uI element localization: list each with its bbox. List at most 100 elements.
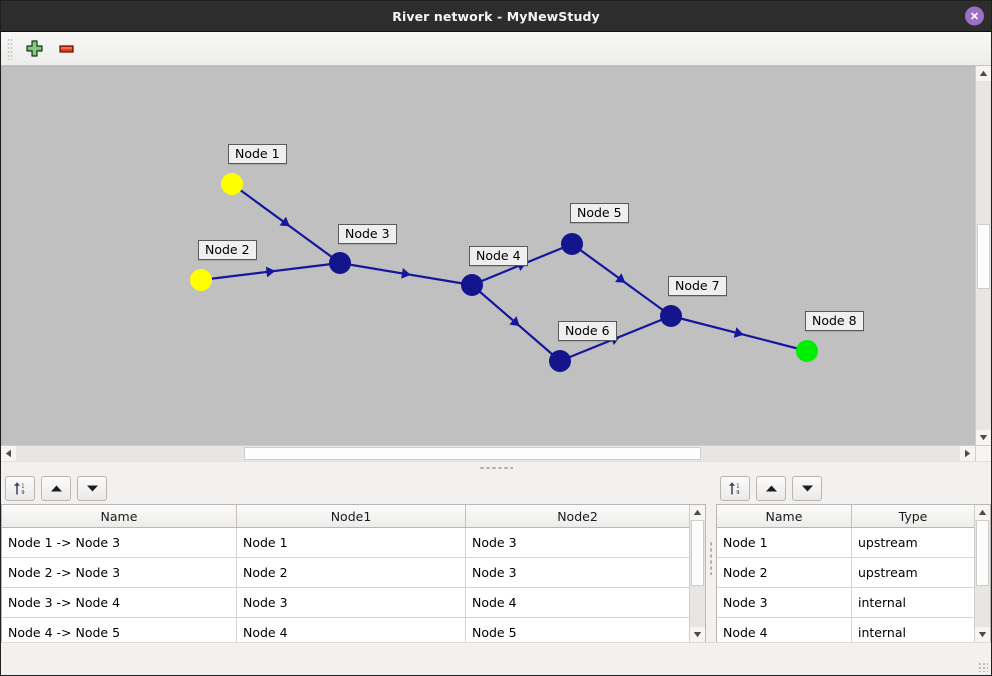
table-cell[interactable]: Node 1 -> Node 3 [2,527,237,558]
edge-arrow-icon [733,327,744,338]
node-table-toolbar: 1 9 [716,473,991,504]
node-label[interactable]: Node 8 [805,311,864,331]
table-cell[interactable]: Node 4 [465,587,689,618]
branch-move-down-button[interactable] [77,476,107,501]
graph-hscroll-track[interactable] [16,446,960,461]
column-header[interactable]: Name [717,505,852,528]
scroll-up-arrow-icon[interactable] [690,505,705,520]
branch-table-vscroll-thumb[interactable] [691,520,704,587]
column-header[interactable]: Node2 [465,505,689,528]
table-cell[interactable]: Node 5 [465,617,689,642]
table-cell[interactable]: Node 3 -> Node 4 [2,587,237,618]
table-cell[interactable]: Node 2 -> Node 3 [2,557,237,588]
node-label[interactable]: Node 7 [668,276,727,296]
remove-button[interactable] [51,35,81,63]
horizontal-splitter[interactable] [1,461,991,473]
network-node[interactable] [549,350,571,372]
table-cell[interactable]: internal [851,587,974,618]
node-label[interactable]: Node 6 [558,321,617,341]
network-node[interactable] [796,340,818,362]
table-cell[interactable]: Node 3 [465,527,689,558]
node-label[interactable]: Node 4 [469,246,528,266]
graph-horizontal-scrollbar[interactable] [1,445,975,461]
scroll-up-arrow-icon[interactable] [976,66,991,81]
scroll-down-arrow-icon[interactable] [690,627,705,642]
branch-sort-button[interactable]: 1 9 [5,476,35,501]
table-cell[interactable]: upstream [851,557,974,588]
graph-vscroll-track[interactable] [976,81,991,430]
svg-text:9: 9 [736,490,739,496]
table-cell[interactable]: Node 1 [236,527,466,558]
sort-ascending-icon: 1 9 [12,481,28,496]
triangle-down-icon [86,484,99,493]
branch-move-up-button[interactable] [41,476,71,501]
branch-table-scrollbar[interactable] [689,505,705,642]
table-cell[interactable]: Node 3 [717,587,852,618]
scroll-up-arrow-icon[interactable] [975,505,990,520]
table-cell[interactable]: Node 4 [717,617,852,642]
graph-vscroll-thumb[interactable] [977,224,990,289]
table-cell[interactable]: Node 4 -> Node 5 [2,617,237,642]
triangle-up-icon [50,484,63,493]
network-node[interactable] [660,305,682,327]
branch-table-toolbar: 1 9 [1,473,706,504]
red-minus-icon [58,40,75,57]
column-header[interactable]: Type [851,505,974,528]
toolbar-grip[interactable] [7,37,13,60]
triangle-up-icon [765,484,778,493]
node-sort-button[interactable]: 1 9 [720,476,750,501]
node-move-up-button[interactable] [756,476,786,501]
table-cell[interactable]: internal [851,617,974,642]
node-label[interactable]: Node 3 [338,224,397,244]
close-icon[interactable] [965,6,984,26]
node-label[interactable]: Node 5 [570,203,629,223]
table-cell[interactable]: Node 3 [236,587,466,618]
add-button[interactable] [19,35,49,63]
table-cell[interactable]: Node 2 [717,557,852,588]
network-node[interactable] [190,269,212,291]
graph-vertical-scrollbar[interactable] [975,66,991,445]
network-node[interactable] [561,233,583,255]
node-table-vscroll-track[interactable] [975,520,990,627]
vertical-splitter[interactable] [706,473,716,642]
table-cell[interactable]: Node 2 [236,557,466,588]
network-node[interactable] [329,252,351,274]
node-move-down-button[interactable] [792,476,822,501]
scroll-down-arrow-icon[interactable] [975,627,990,642]
green-plus-icon [25,40,43,57]
network-node[interactable] [221,173,243,195]
node-table-vscroll-thumb[interactable] [976,520,989,587]
table-cell[interactable]: Node 3 [465,557,689,588]
scroll-down-arrow-icon[interactable] [976,430,991,445]
main-toolbar [1,32,991,66]
branch-table-vscroll-track[interactable] [690,520,705,627]
node-label[interactable]: Node 2 [198,240,257,260]
scroll-right-arrow-icon[interactable] [960,446,975,461]
table-cell[interactable]: upstream [851,527,974,558]
column-header[interactable]: Name [2,505,237,528]
network-diagram-canvas[interactable]: Node 1 Node 2 Node 3 Node 4 Node 5 Node 6 Node… [1,66,975,445]
column-header[interactable]: Node1 [236,505,466,528]
network-node[interactable] [461,274,483,296]
node-label[interactable]: Node 1 [228,144,287,164]
table-cell[interactable]: Node 1 [717,527,852,558]
window-resize-grip[interactable] [978,662,988,672]
graph-hscroll-thumb[interactable] [244,447,702,460]
edge-arrow-icon [615,273,626,283]
node-table-scrollbar[interactable] [974,505,990,642]
table-cell[interactable]: Node 4 [236,617,466,642]
scroll-left-arrow-icon[interactable] [1,446,16,461]
status-bar [1,642,991,675]
